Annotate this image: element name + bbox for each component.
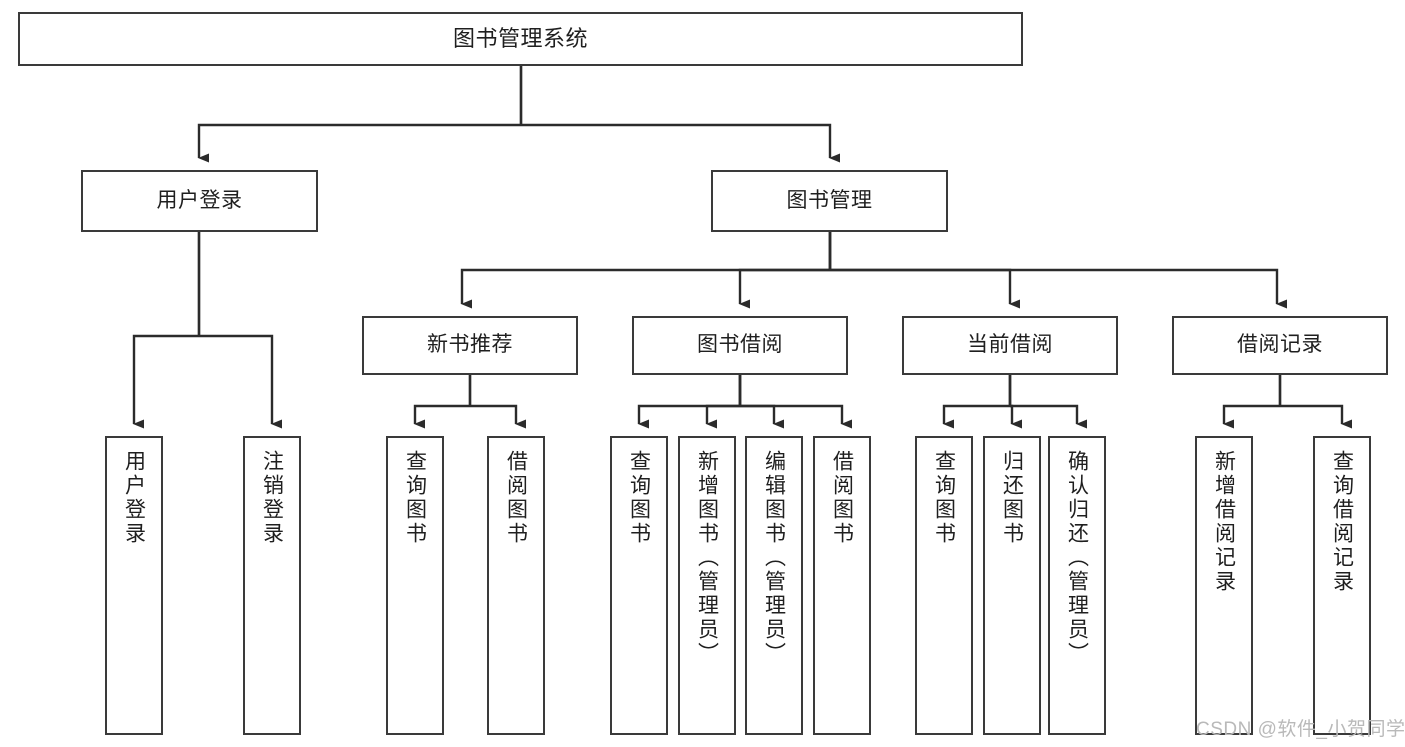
edge-new-book-recommend-to-leaf-borrow-book-recommend (468, 375, 516, 424)
edge-borrow-record-to-leaf-add-borrow-record (1224, 375, 1282, 424)
node-leaf-query-book-borrow[interactable]: 查询图书 (610, 436, 668, 735)
node-label-leaf-edit-book: 编辑图书（管理员） (762, 450, 786, 666)
edge-borrow-record-to-leaf-query-borrow-record (1278, 375, 1342, 424)
node-label-leaf-add-book: 新增图书（管理员） (695, 450, 719, 666)
node-label-leaf-borrow-book-recommend: 借阅图书 (504, 450, 528, 546)
node-leaf-confirm-return[interactable]: 确认归还（管理员） (1048, 436, 1106, 735)
node-label-leaf-confirm-return: 确认归还（管理员） (1065, 450, 1089, 666)
node-label-leaf-user-login: 用户登录 (122, 450, 146, 546)
node-leaf-return-book[interactable]: 归还图书 (983, 436, 1041, 735)
edge-root-to-book-manage (519, 66, 830, 158)
node-leaf-borrow-book[interactable]: 借阅图书 (813, 436, 871, 735)
node-label-leaf-return-book: 归还图书 (1000, 450, 1024, 546)
node-leaf-logout[interactable]: 注销登录 (243, 436, 301, 735)
node-leaf-user-login[interactable]: 用户登录 (105, 436, 163, 735)
node-label-leaf-query-book-borrow: 查询图书 (627, 450, 651, 546)
node-user-login[interactable]: 用户登录 (81, 170, 318, 232)
edge-book-borrow-to-leaf-borrow-book (738, 375, 842, 424)
edge-root-to-user-login (199, 66, 523, 158)
node-label-borrow-record: 借阅记录 (1237, 333, 1323, 357)
node-leaf-borrow-book-recommend[interactable]: 借阅图书 (487, 436, 545, 735)
node-leaf-query-book-recommend[interactable]: 查询图书 (386, 436, 444, 735)
node-leaf-query-book-current[interactable]: 查询图书 (915, 436, 973, 735)
node-label-book-borrow: 图书借阅 (697, 333, 783, 357)
node-borrow-record[interactable]: 借阅记录 (1172, 316, 1388, 375)
node-label-user-login: 用户登录 (156, 188, 243, 212)
edge-user-login-to-leaf-logout (197, 232, 272, 424)
edge-new-book-recommend-to-leaf-query-book-recommend (415, 375, 472, 424)
node-label-leaf-borrow-book: 借阅图书 (830, 450, 854, 546)
node-book-manage[interactable]: 图书管理 (711, 170, 948, 232)
watermark-text: CSDN @软件_小贺同学 (1196, 719, 1405, 740)
node-label-leaf-query-book-current: 查询图书 (932, 450, 956, 546)
node-leaf-add-borrow-record[interactable]: 新增借阅记录 (1195, 436, 1253, 735)
node-root[interactable]: 图书管理系统 (18, 12, 1023, 66)
node-label-leaf-add-borrow-record: 新增借阅记录 (1212, 450, 1236, 594)
edge-user-login-to-leaf-user-login (134, 232, 201, 424)
edge-book-borrow-to-leaf-query-book-borrow (639, 375, 742, 424)
edge-book-manage-to-current-borrow (828, 232, 1010, 304)
node-leaf-add-book[interactable]: 新增图书（管理员） (678, 436, 736, 735)
node-label-leaf-query-book-recommend: 查询图书 (403, 450, 427, 546)
edge-book-manage-to-book-borrow (740, 232, 832, 304)
edge-current-borrow-to-leaf-return-book (1010, 375, 1012, 424)
node-label-leaf-logout: 注销登录 (260, 450, 284, 546)
edge-book-manage-to-borrow-record (828, 232, 1277, 304)
edge-book-borrow-to-leaf-edit-book (738, 375, 774, 424)
node-label-book-manage: 图书管理 (786, 188, 873, 212)
node-leaf-edit-book[interactable]: 编辑图书（管理员） (745, 436, 803, 735)
node-current-borrow[interactable]: 当前借阅 (902, 316, 1118, 375)
node-label-root: 图书管理系统 (452, 25, 588, 51)
edge-book-manage-to-new-book-recommend (462, 232, 832, 304)
node-label-leaf-query-borrow-record: 查询借阅记录 (1330, 450, 1354, 594)
node-leaf-query-borrow-record[interactable]: 查询借阅记录 (1313, 436, 1371, 735)
node-new-book-recommend[interactable]: 新书推荐 (362, 316, 578, 375)
node-book-borrow[interactable]: 图书借阅 (632, 316, 848, 375)
node-label-current-borrow: 当前借阅 (967, 333, 1053, 357)
edge-current-borrow-to-leaf-query-book-current (944, 375, 1012, 424)
edge-current-borrow-to-leaf-confirm-return (1008, 375, 1077, 424)
edge-book-borrow-to-leaf-add-book (707, 375, 742, 424)
node-label-new-book-recommend: 新书推荐 (427, 333, 513, 357)
